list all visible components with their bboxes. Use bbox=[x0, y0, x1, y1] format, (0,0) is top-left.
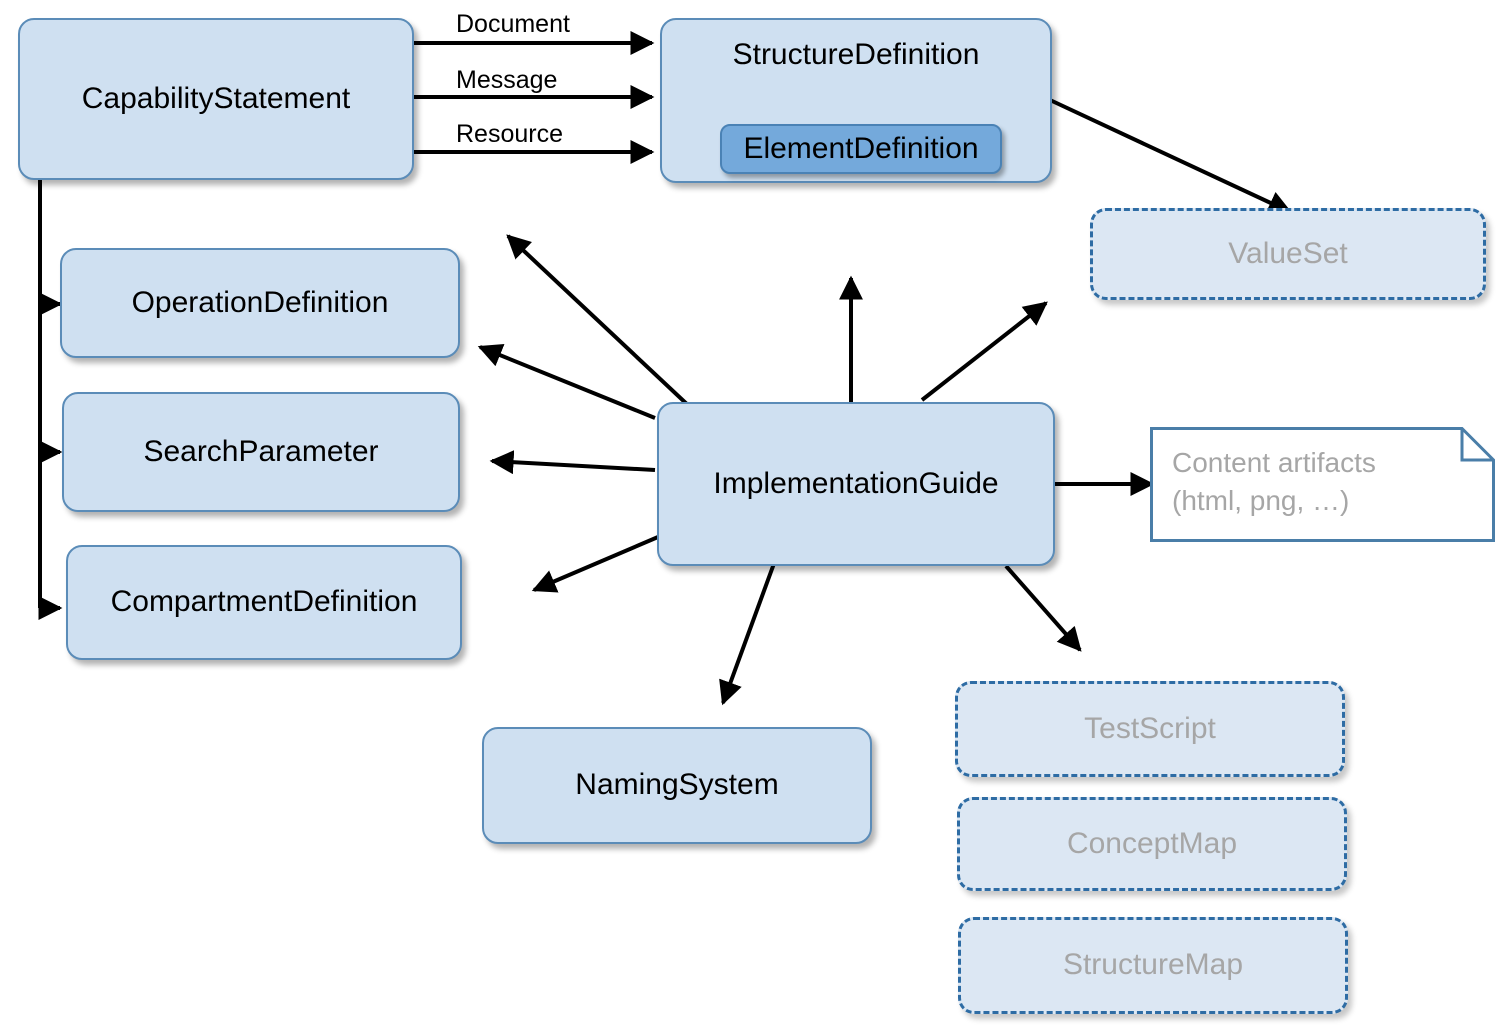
node-structure-definition[interactable]: StructureDefinition ElementDefinition bbox=[660, 18, 1052, 183]
node-naming-system[interactable]: NamingSystem bbox=[482, 727, 872, 844]
node-content-artifacts[interactable]: Content artifacts (html, png, …) bbox=[1150, 427, 1495, 542]
edge-implementation-guide-to-value-set bbox=[920, 301, 1048, 402]
node-naming-system-label: NamingSystem bbox=[575, 768, 779, 802]
edge-implementation-guide-to-search-parameter bbox=[489, 450, 656, 475]
edge-implementation-guide-to-naming-system bbox=[719, 557, 778, 706]
node-capability-statement[interactable]: CapabilityStatement bbox=[18, 18, 414, 180]
node-test-script-label: TestScript bbox=[1084, 711, 1216, 745]
node-value-set[interactable]: ValueSet bbox=[1090, 208, 1486, 300]
node-concept-map[interactable]: ConceptMap bbox=[957, 797, 1347, 891]
node-search-parameter[interactable]: SearchParameter bbox=[62, 392, 460, 512]
node-search-parameter-label: SearchParameter bbox=[143, 434, 379, 468]
edge-implementation-guide-to-structure-definition bbox=[506, 234, 692, 409]
node-capability-statement-label: CapabilityStatement bbox=[81, 81, 351, 115]
node-content-artifacts-label-line1: Content artifacts bbox=[1172, 447, 1376, 478]
node-compartment-definition[interactable]: CompartmentDefinition bbox=[66, 545, 462, 660]
node-test-script[interactable]: TestScript bbox=[955, 681, 1345, 777]
node-implementation-guide[interactable]: ImplementationGuide bbox=[657, 402, 1055, 566]
edge-implementation-guide-to-operation-definition bbox=[477, 344, 656, 420]
edge-implementation-guide-to-compartment-definition bbox=[531, 535, 659, 593]
node-concept-map-label: ConceptMap bbox=[1066, 826, 1238, 860]
edge-label-document: Document bbox=[456, 10, 570, 38]
edge-label-message: Message bbox=[456, 66, 558, 94]
node-structure-definition-label: StructureDefinition bbox=[732, 38, 980, 71]
node-implementation-guide-label: ImplementationGuide bbox=[713, 466, 999, 500]
node-structure-map[interactable]: StructureMap bbox=[958, 917, 1348, 1014]
node-content-artifacts-label-line2: (html, png, …) bbox=[1172, 485, 1350, 517]
edge-implementation-guide-to-test-script bbox=[1004, 564, 1082, 652]
node-element-definition[interactable]: ElementDefinition bbox=[720, 124, 1002, 174]
node-compartment-definition-label: CompartmentDefinition bbox=[110, 585, 418, 619]
node-value-set-label: ValueSet bbox=[1228, 236, 1348, 270]
node-operation-definition[interactable]: OperationDefinition bbox=[60, 248, 460, 358]
edge-label-resource: Resource bbox=[456, 120, 563, 148]
edge-structure-definition-to-value-set bbox=[1049, 98, 1293, 214]
node-element-definition-label: ElementDefinition bbox=[743, 131, 979, 165]
node-structure-map-label: StructureMap bbox=[1062, 948, 1244, 982]
node-operation-definition-label: OperationDefinition bbox=[131, 285, 389, 319]
